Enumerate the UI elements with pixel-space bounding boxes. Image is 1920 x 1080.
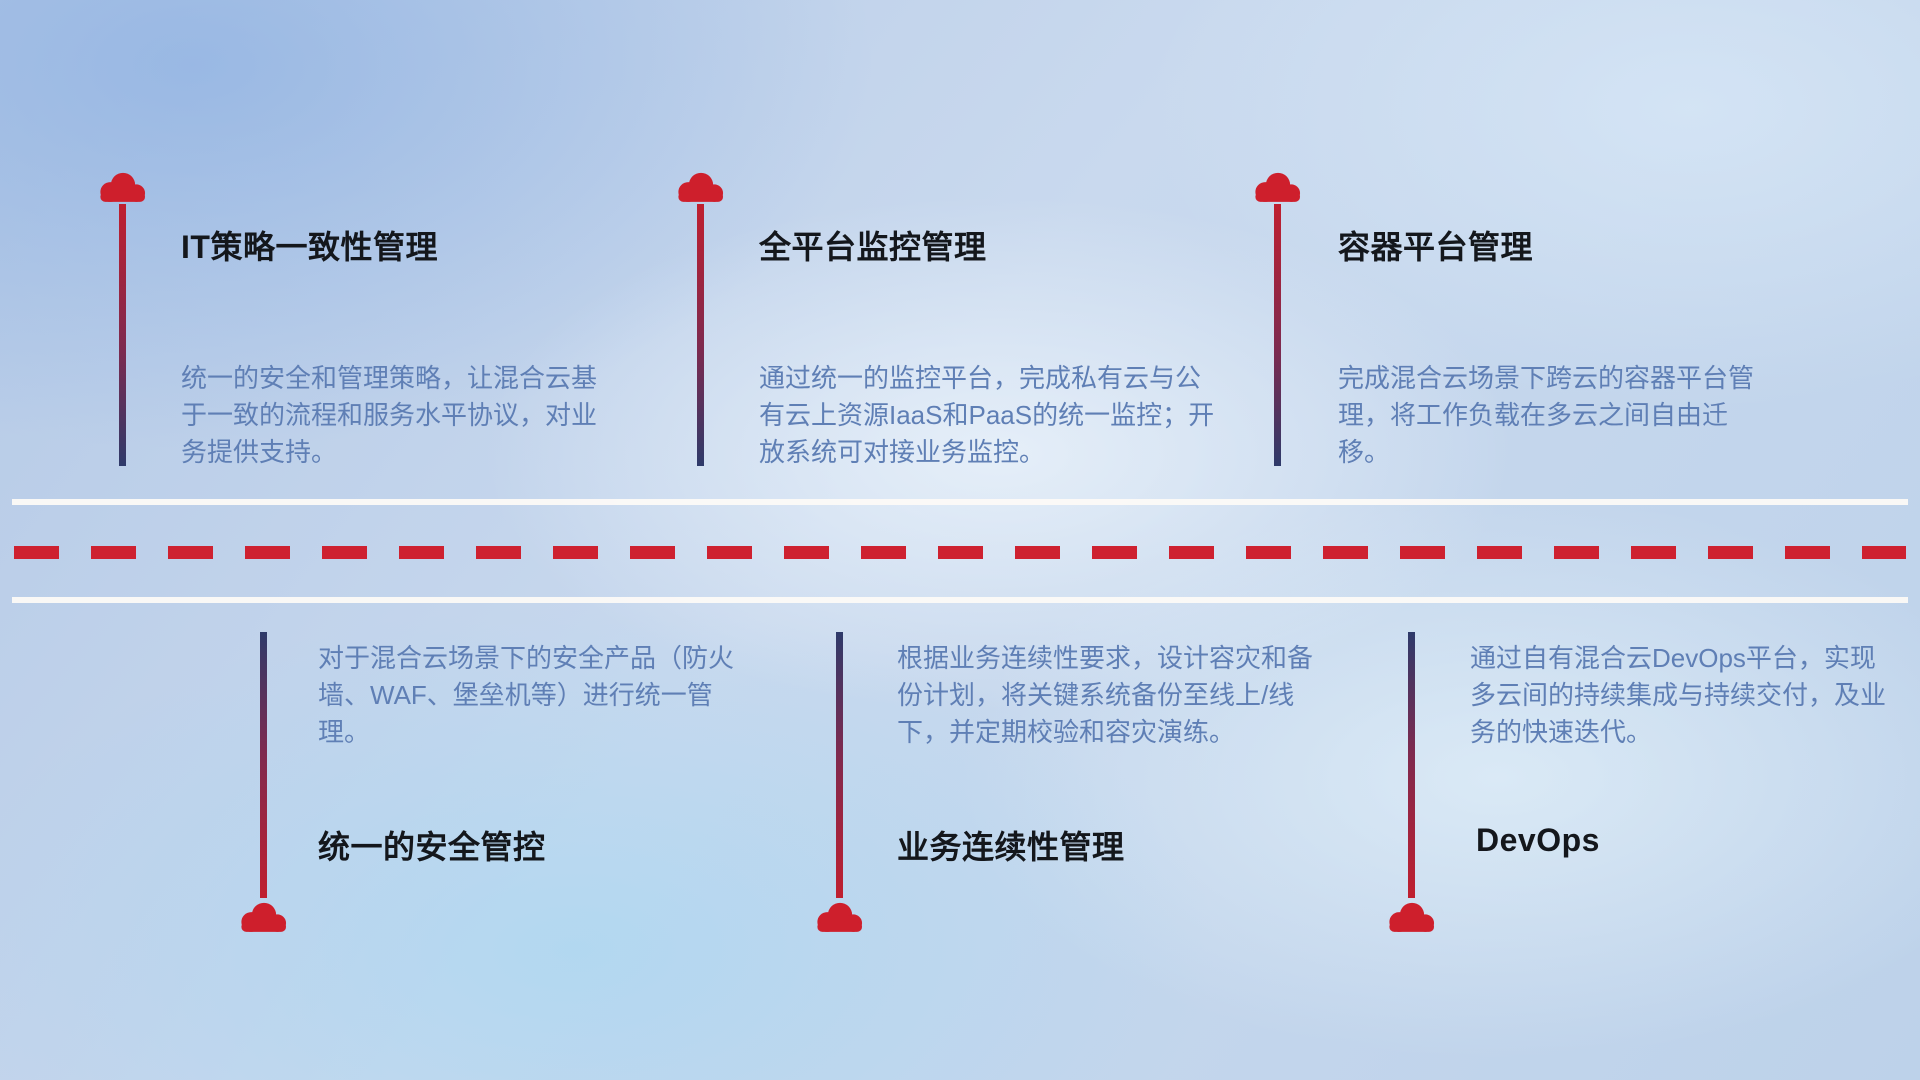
capability-title: 全平台监控管理 [759, 229, 987, 265]
road-top-line [12, 499, 1908, 505]
capability-description: 对于混合云场景下的安全产品（防火墙、WAF、堡垒机等）进行统一管理。 [318, 643, 735, 747]
connector-line [836, 632, 843, 898]
road-divider-dashed-line [14, 546, 1906, 559]
capability-description: 根据业务连续性要求，设计容灾和备份计划，将关键系统备份至线上/线下，并定期校验和… [897, 643, 1314, 747]
capability-title: IT策略一致性管理 [181, 229, 438, 265]
connector-line [1274, 204, 1281, 466]
capability-title: 业务连续性管理 [897, 829, 1125, 865]
road-bottom-line [12, 597, 1908, 603]
capability-title: 统一的安全管控 [318, 829, 546, 865]
connector-line [119, 204, 126, 466]
capability-title: 容器平台管理 [1338, 229, 1534, 265]
capability-title: DevOps [1476, 822, 1600, 858]
connector-line [260, 632, 267, 898]
cloud-icon [1389, 902, 1435, 932]
capability-description: 统一的安全和管理策略，让混合云基于一致的流程和服务水平协议，对业务提供支持。 [181, 363, 598, 467]
cloud-icon [100, 172, 146, 202]
connector-line [697, 204, 704, 466]
connector-line [1408, 632, 1415, 898]
capability-description: 通过统一的监控平台，完成私有云与公有云上资源IaaS和PaaS的统一监控；开放系… [759, 363, 1215, 467]
cloud-icon [817, 902, 863, 932]
capability-description: 通过自有混合云DevOps平台，实现多云间的持续集成与持续交付，及业务的快速迭代… [1470, 643, 1887, 747]
cloud-icon [678, 172, 724, 202]
cloud-icon [241, 902, 287, 932]
cloud-icon [1255, 172, 1301, 202]
capability-description: 完成混合云场景下跨云的容器平台管理，将工作负载在多云之间自由迁移。 [1338, 363, 1755, 467]
